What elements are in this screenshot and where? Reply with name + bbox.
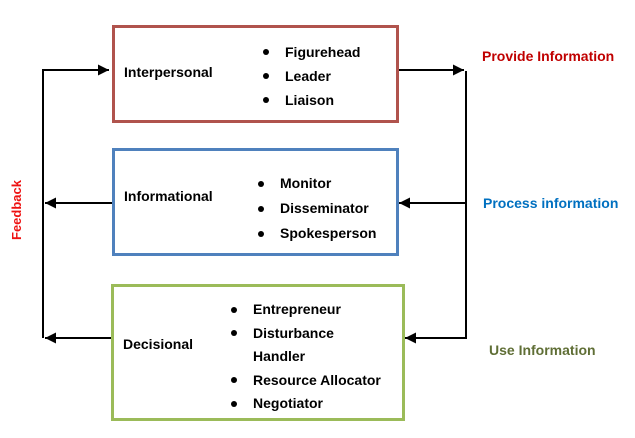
interpersonal-label: Interpersonal — [124, 64, 213, 80]
informational-label: Informational — [124, 188, 213, 204]
arrow-group — [42, 64, 467, 344]
role-item: Negotiator — [231, 392, 381, 416]
role-item-label: Figurehead — [285, 44, 361, 60]
informational-roles-list: Monitor Disseminator Spokesperson — [258, 171, 376, 246]
role-item-label: Negotiator — [253, 395, 323, 411]
role-item: Disturbance Handler — [231, 322, 381, 369]
role-item-label: Entrepreneur — [253, 301, 341, 317]
role-item: Disseminator — [258, 196, 376, 221]
bullet-icon — [258, 230, 264, 237]
feedback-to-interpersonal-arrow — [42, 64, 109, 338]
decisional-roles-list: Entrepreneur Disturbance Handler Resourc… — [231, 298, 381, 416]
bullet-icon — [231, 306, 237, 313]
bullet-icon — [263, 49, 269, 55]
decisional-box: Decisional Entrepreneur Disturbance Hand… — [111, 284, 405, 421]
bullet-icon — [258, 205, 264, 212]
role-item-label: Resource Allocator — [253, 371, 381, 388]
role-item: Liaison — [263, 88, 360, 112]
use-information-label: Use Information — [489, 342, 596, 358]
role-item: Resource Allocator — [231, 369, 381, 393]
bullet-icon — [263, 73, 269, 79]
role-item-label: Liaison — [285, 92, 335, 108]
informational-box: Informational Monitor Disseminator Spoke… — [112, 148, 399, 256]
feedback-label: Feedback — [9, 180, 24, 240]
role-item: Figurehead — [263, 40, 360, 64]
role-item: Spokesperson — [258, 221, 376, 246]
interpersonal-roles-list: Figurehead Leader Liaison — [263, 40, 360, 112]
role-item-label: Monitor — [280, 175, 332, 191]
bullet-icon — [231, 377, 237, 384]
role-item-label: Disturbance Handler — [253, 324, 334, 365]
role-item: Monitor — [258, 171, 376, 196]
process-information-label: Process information — [483, 195, 619, 211]
role-item-label: Disseminator — [280, 200, 369, 216]
provide-information-label: Provide Information — [482, 48, 615, 64]
bullet-icon — [263, 97, 269, 103]
bullet-icon — [258, 180, 264, 187]
use-to-decisional-arrow — [405, 71, 467, 344]
bullet-icon — [231, 330, 237, 337]
role-item-label: Leader — [285, 68, 331, 84]
role-item-label: Spokesperson — [280, 225, 377, 241]
decisional-label: Decisional — [123, 336, 194, 352]
role-item: Leader — [263, 64, 360, 88]
role-item: Entrepreneur — [231, 298, 381, 322]
interpersonal-box: Interpersonal Figurehead Leader Liaison — [112, 25, 399, 123]
bullet-icon — [231, 400, 237, 407]
